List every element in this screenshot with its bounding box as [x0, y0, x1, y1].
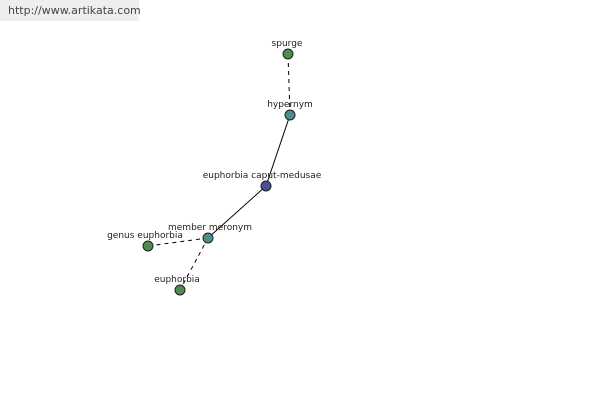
node-label-center[interactable]: euphorbia caput-medusae [203, 171, 322, 181]
site-url-link[interactable]: http://www.artikata.com [8, 4, 141, 17]
edge-hypernym-spurge [287, 53, 291, 116]
node-hypernym[interactable]: hypernym [267, 100, 313, 121]
node-genus_euphorbia[interactable]: genus euphorbia [107, 231, 183, 252]
nodes-layer: spurge hypernym euphorbia caput-medusae mem… [107, 39, 322, 296]
url-banner: http://www.artikata.com [0, 0, 141, 21]
edge-member_meronym-genus_euphorbia [147, 237, 209, 247]
node-circle-center[interactable] [260, 180, 272, 192]
node-center[interactable]: euphorbia caput-medusae [203, 171, 322, 192]
node-circle-spurge[interactable] [282, 48, 294, 60]
node-label-euphorbia[interactable]: euphorbia [154, 275, 200, 285]
node-label-spurge[interactable]: spurge [272, 39, 303, 49]
edge-member_meronym-euphorbia [179, 237, 209, 291]
node-circle-genus_euphorbia[interactable] [142, 240, 154, 252]
node-spurge[interactable]: spurge [272, 39, 303, 60]
edge-center-member_meronym [207, 185, 267, 239]
node-circle-euphorbia[interactable] [174, 284, 186, 296]
node-circle-member_meronym[interactable] [202, 232, 214, 244]
edges-layer [147, 53, 291, 291]
node-label-hypernym[interactable]: hypernym [267, 100, 313, 110]
node-label-member_meronym[interactable]: member meronym [168, 223, 252, 233]
node-euphorbia[interactable]: euphorbia [154, 275, 200, 296]
edge-center-hypernym [265, 114, 291, 187]
node-label-genus_euphorbia[interactable]: genus euphorbia [107, 231, 183, 241]
node-member_meronym[interactable]: member meronym [168, 223, 252, 244]
node-circle-hypernym[interactable] [284, 109, 296, 121]
